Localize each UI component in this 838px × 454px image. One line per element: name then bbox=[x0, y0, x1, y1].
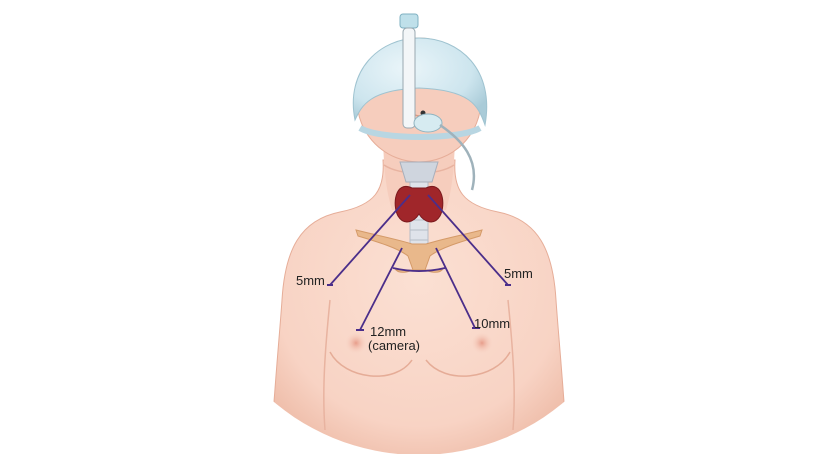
left-breast-contour bbox=[329, 351, 413, 377]
path-right-5mm bbox=[427, 194, 509, 286]
path-right-10mm bbox=[435, 247, 476, 329]
areolar-arc bbox=[392, 267, 446, 272]
thyroid-cartilage bbox=[399, 161, 439, 183]
tube-mouthpiece bbox=[413, 113, 443, 133]
path-left-5mm bbox=[329, 194, 411, 286]
path-camera bbox=[359, 247, 403, 331]
right-arm-crease bbox=[507, 299, 515, 431]
left-arm-crease bbox=[323, 299, 331, 431]
right-breast-contour bbox=[425, 351, 511, 377]
label-left-5mm: 5mm bbox=[296, 273, 325, 288]
label-camera-size: 12mm bbox=[370, 324, 406, 339]
right-nipple bbox=[471, 332, 493, 354]
cap-band bbox=[358, 125, 482, 140]
label-camera-note: (camera) bbox=[368, 338, 420, 353]
endotracheal-tube bbox=[402, 27, 416, 129]
tube-pilot-line bbox=[439, 123, 476, 191]
label-right-10mm: 10mm bbox=[474, 316, 510, 331]
thyroid-gland bbox=[394, 185, 444, 223]
tube-connector bbox=[399, 13, 419, 29]
surgical-cap bbox=[352, 37, 488, 127]
label-right-5mm: 5mm bbox=[504, 266, 533, 281]
torso bbox=[269, 159, 569, 454]
torso-skin bbox=[269, 159, 569, 454]
trocar-paths bbox=[329, 194, 509, 331]
port-marks bbox=[327, 284, 511, 331]
left-nipple bbox=[345, 332, 367, 354]
